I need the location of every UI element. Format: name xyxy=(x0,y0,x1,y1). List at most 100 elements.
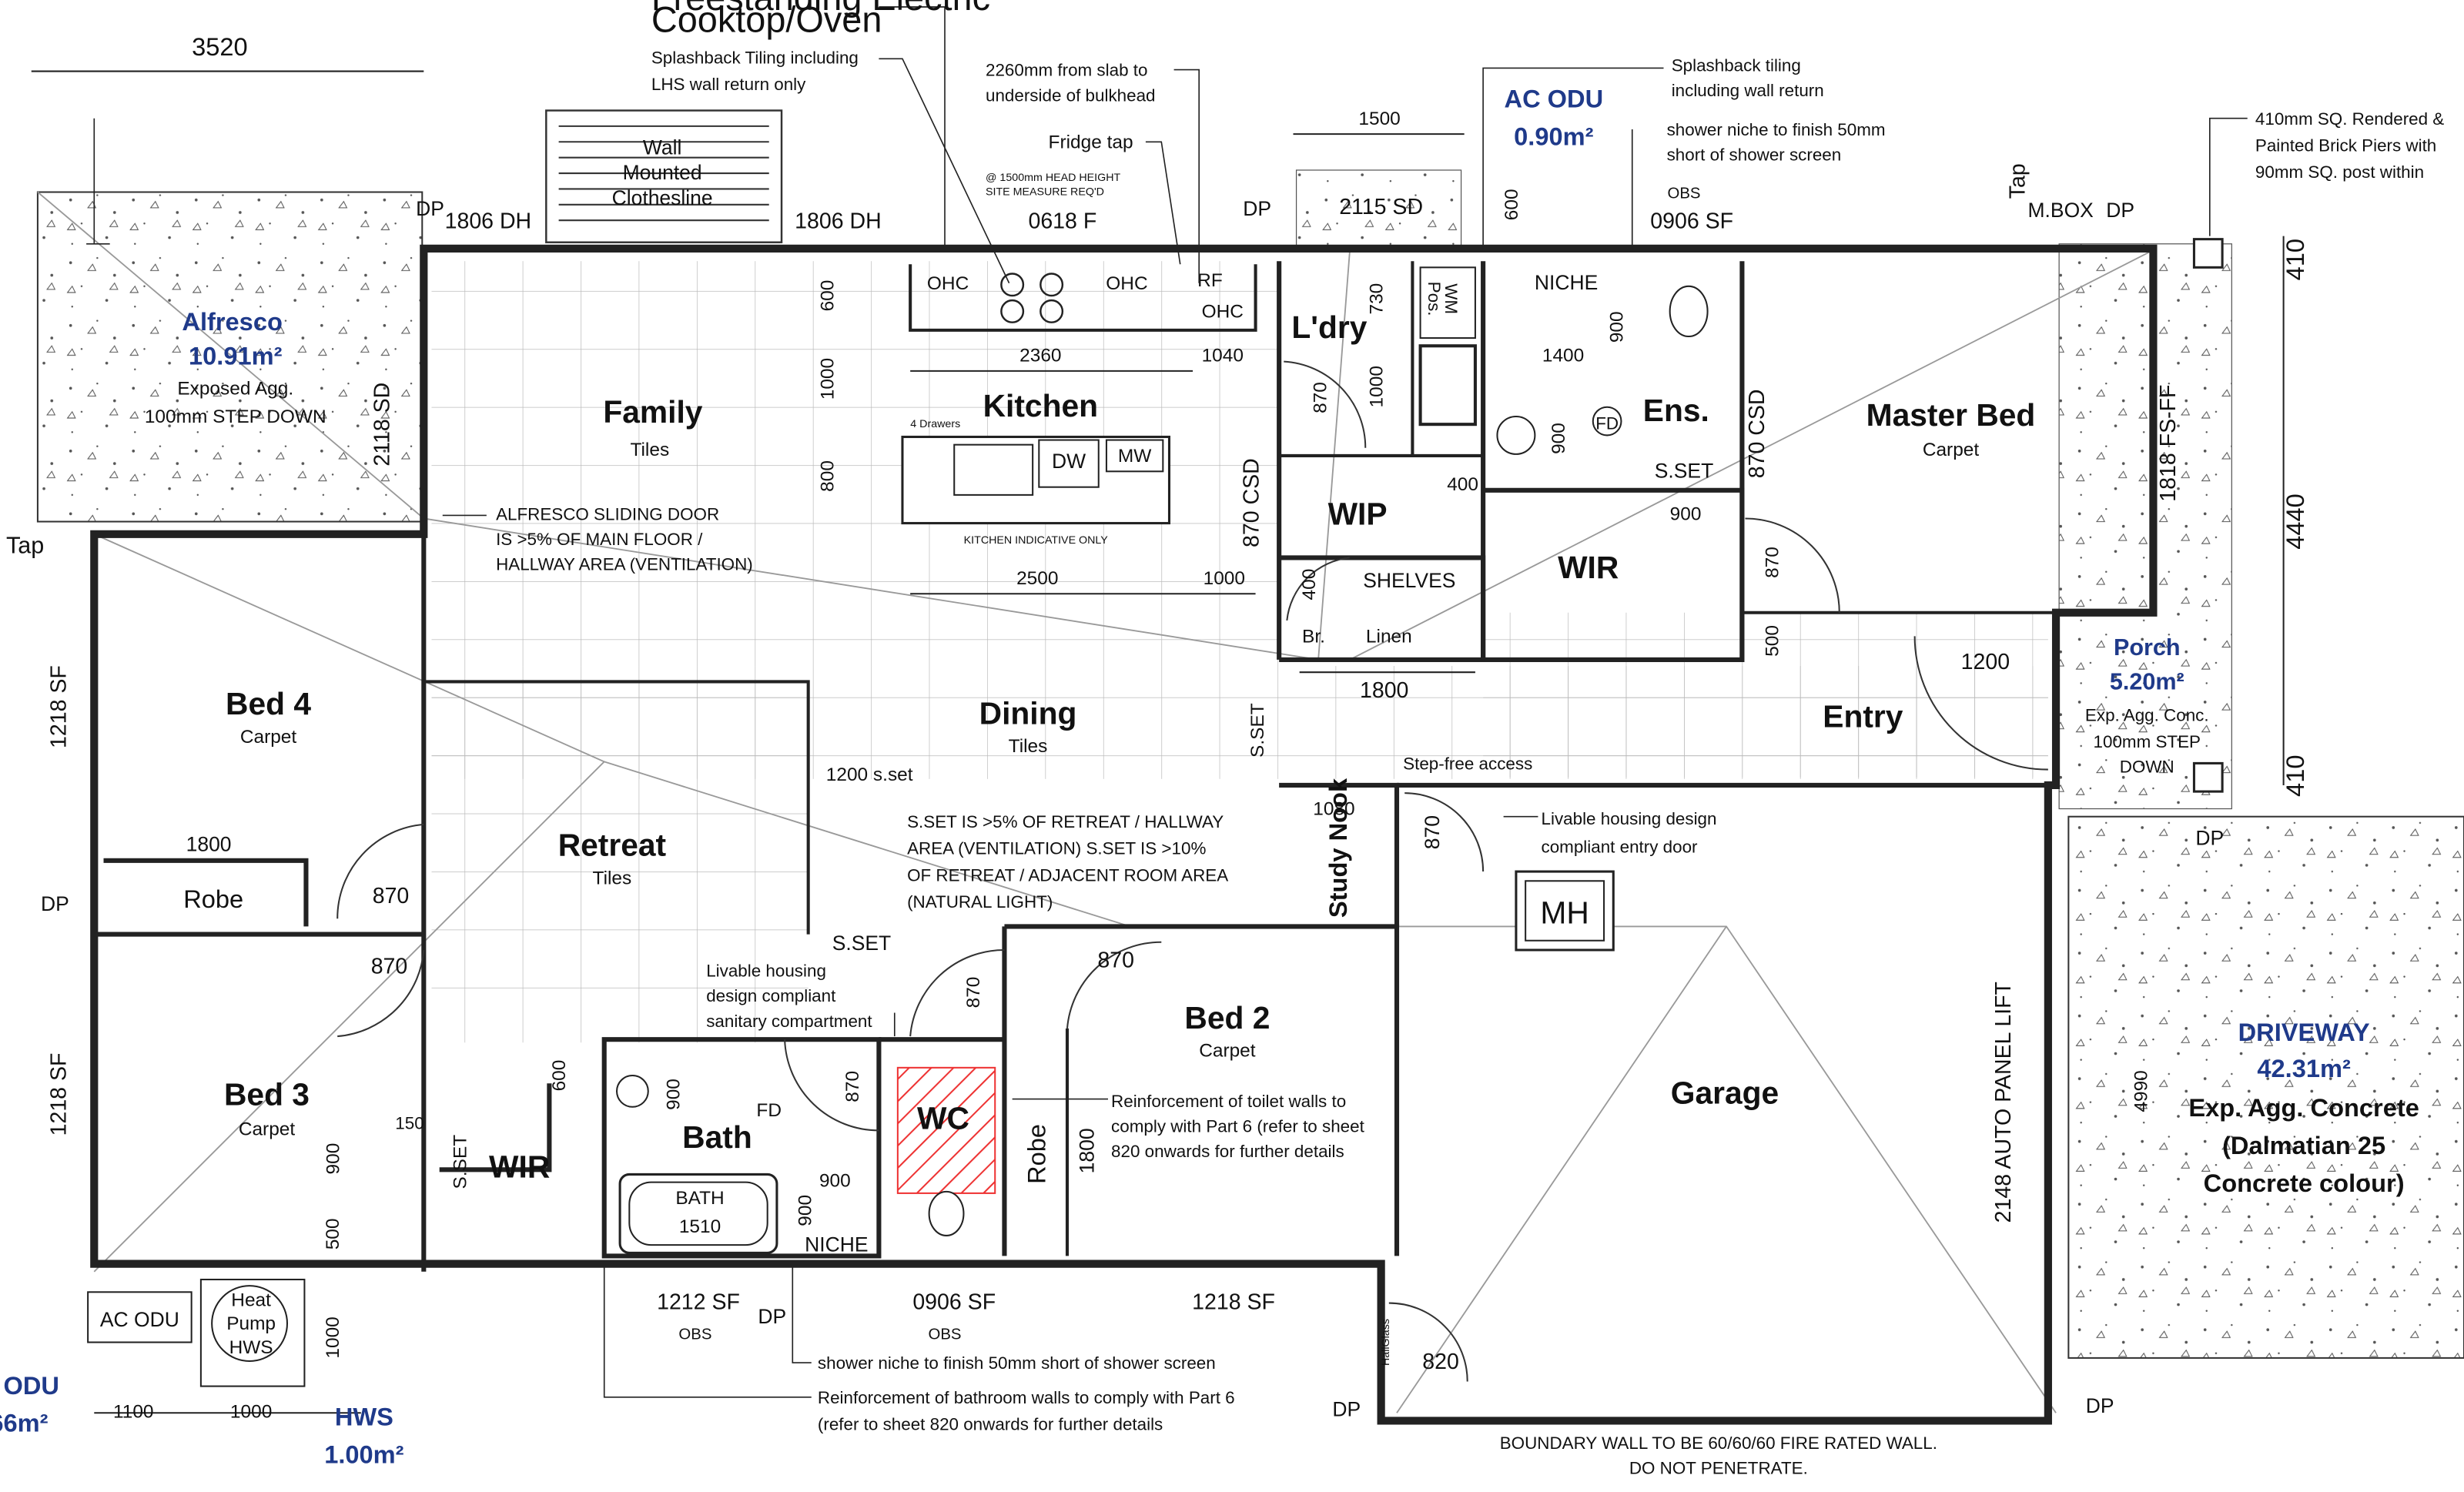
dim-900d: 900 xyxy=(323,1143,343,1175)
driveway-area: 42.31m² xyxy=(2257,1054,2351,1082)
note-bath-walls-line: Reinforcement of bathroom walls to compl… xyxy=(818,1388,1235,1407)
sset-ens-label: S.SET xyxy=(1655,459,1714,482)
note-toilet-walls-line: comply with Part 6 (refer to sheet xyxy=(1111,1116,1365,1136)
microwave xyxy=(1105,439,1164,473)
room-retreat-finish: Tiles xyxy=(593,868,632,888)
dim-150: 150 xyxy=(395,1113,424,1132)
odu-left-name: ODU xyxy=(4,1371,59,1400)
dim-500b: 500 xyxy=(323,1218,343,1249)
window-0618: 0618 F xyxy=(1028,209,1096,233)
room-master: Master Bed xyxy=(1866,397,2036,433)
broom-label: Br. xyxy=(1302,626,1325,647)
window-2115: 2115 SD xyxy=(1339,195,1423,219)
dim-1000e: 1000 xyxy=(230,1401,272,1422)
room-wc: WC xyxy=(917,1100,969,1136)
odu-left-area: 66m² xyxy=(0,1409,49,1437)
note-entry-door-line: Livable housing design xyxy=(1542,809,1717,828)
mbox-label: M.BOX xyxy=(2027,199,2094,222)
note-sanitary-line: Livable housing xyxy=(706,962,826,981)
note-step-free: Step-free access xyxy=(1403,754,1532,774)
room-laundry: L'dry xyxy=(1291,309,1367,345)
dim-1040: 1040 xyxy=(1202,346,1244,366)
note-bulkhead-line: underside of bulkhead xyxy=(986,85,1156,105)
heat-pump-line3: HWS xyxy=(229,1337,273,1358)
note-splash-ens-line: Splashback tiling xyxy=(1672,56,1801,75)
dim-1800b: 1800 xyxy=(186,833,232,856)
dp-label-4: DP xyxy=(41,892,69,915)
rf-label: RF xyxy=(1197,270,1223,291)
bath-tub-label: BATH xyxy=(675,1188,724,1209)
note-boundary-line: BOUNDARY WALL TO BE 60/60/60 FIRE RATED … xyxy=(1500,1433,1937,1453)
note-cooktop-line: Freestanding Electric xyxy=(651,0,990,18)
alfresco-line2: 100mm STEP DOWN xyxy=(145,406,326,427)
dim-4990: 4990 xyxy=(2131,1070,2151,1112)
clothesline-line3: Clothesline xyxy=(612,186,713,209)
niche-ensuite-label: NICHE xyxy=(1535,271,1598,294)
note-splash-ens-line: including wall return xyxy=(1672,81,1824,100)
robe-bed4-label: Robe xyxy=(183,885,243,913)
note-boundary: BOUNDARY WALL TO BE 60/60/60 FIRE RATED … xyxy=(1500,1433,1937,1478)
mh-logo-inner xyxy=(1525,880,1605,942)
note-entry-door-line: compliant entry door xyxy=(1542,838,1699,857)
dim-1200-sset: 1200 s.set xyxy=(826,764,913,785)
note-cooktop-line: Cooktop/Oven xyxy=(651,0,882,40)
dim-1100: 1100 xyxy=(113,1401,154,1422)
mh-logo-text: MH xyxy=(1540,895,1589,930)
driveway-line2: (Dalmatian 25 xyxy=(2222,1131,2385,1159)
wc-toilet xyxy=(928,1190,965,1236)
dim-900e: 900 xyxy=(1670,503,1702,524)
dim-410b: 410 xyxy=(2281,755,2309,797)
note-alfresco-door-line: HALLWAY AREA (VENTILATION) xyxy=(496,555,753,574)
dim-3520: 3520 xyxy=(192,32,248,61)
csd-ens-label: 870 CSD xyxy=(1745,390,1769,479)
room-retreat: Retreat xyxy=(558,828,667,863)
dim-2500: 2500 xyxy=(1016,568,1058,589)
ac-odu-box xyxy=(87,1291,192,1343)
ac-odu-top-name: AC ODU xyxy=(1505,84,1604,112)
sset-dining-label: S.SET xyxy=(1247,703,1268,758)
dp-label-6: DP xyxy=(1332,1397,1361,1420)
note-niche-ens-line: shower niche to finish 50mm xyxy=(1667,120,1886,139)
pos-label: Pos. xyxy=(1424,282,1444,316)
wm-label: WM xyxy=(1441,283,1461,314)
dim-1000c: 1000 xyxy=(1367,366,1388,407)
kitchen-indicative-label: KITCHEN INDICATIVE ONLY xyxy=(964,534,1109,547)
ac-odu-small-label: AC ODU xyxy=(100,1308,179,1331)
room-bed2: Bed 2 xyxy=(1184,1000,1270,1035)
tiled-floor-retreat xyxy=(431,681,808,1043)
room-wip: WIP xyxy=(1328,497,1388,532)
note-toilet-walls-line: 820 onwards for further details xyxy=(1111,1142,1344,1161)
ensuite-toilet xyxy=(1669,285,1709,338)
porch-line3: DOWN xyxy=(2120,758,2174,777)
driveway-line1: Exp. Agg. Concrete xyxy=(2188,1093,2419,1122)
pier-top xyxy=(2192,238,2224,269)
note-piers-line: 410mm SQ. Rendered & xyxy=(2255,109,2444,129)
dp-label-5: DP xyxy=(758,1305,786,1328)
note-alfresco-door-line: IS >5% OF MAIN FLOOR / xyxy=(496,530,703,549)
note-niche-bath: shower niche to finish 50mm short of sho… xyxy=(818,1353,1216,1373)
note-sanitary-line: sanitary compartment xyxy=(706,1012,872,1031)
dim-600c: 600 xyxy=(549,1060,570,1092)
porch-name: Porch xyxy=(2114,634,2181,661)
driveway-line3: Concrete colour) xyxy=(2204,1169,2405,1197)
note-niche-ens-line: short of shower screen xyxy=(1667,146,1842,165)
note-head-height-line: SITE MEASURE REQ'D xyxy=(986,186,1104,199)
dim-900f: 900 xyxy=(819,1171,851,1192)
dim-870a: 870 xyxy=(1310,382,1331,413)
room-family-finish: Tiles xyxy=(630,440,669,460)
microwave-label: MW xyxy=(1118,446,1151,467)
window-1212: 1212 SF xyxy=(657,1290,740,1315)
ohc-label-2: OHC xyxy=(1106,273,1147,294)
dim-600a: 600 xyxy=(817,280,838,312)
sset-retreat-label: S.SET xyxy=(832,932,892,955)
pier-bottom xyxy=(2192,761,2224,793)
leader-lines xyxy=(86,6,2248,1398)
ensuite-waste xyxy=(1592,406,1622,437)
dim-870d: 870 xyxy=(373,884,410,908)
laundry-tub xyxy=(1418,344,1477,427)
heat-pump-ring xyxy=(211,1285,289,1362)
dim-730: 730 xyxy=(1367,283,1388,315)
